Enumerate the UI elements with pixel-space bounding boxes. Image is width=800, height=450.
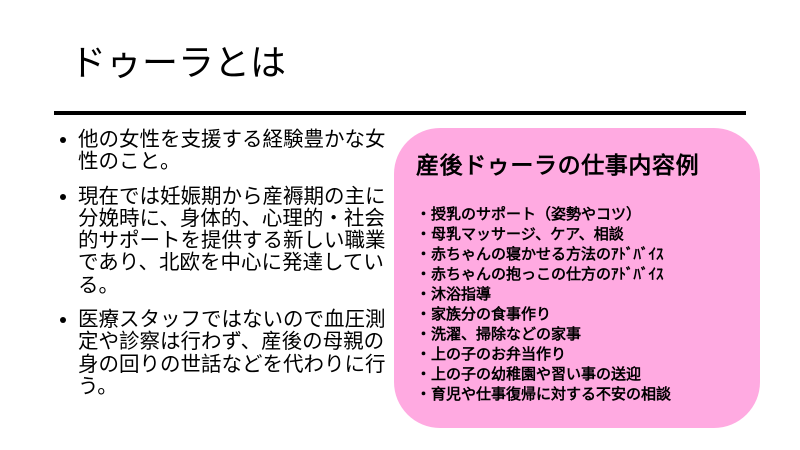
job-example-item: ・育児や仕事復帰に対する不安の相談 <box>416 385 672 403</box>
job-example-item: ・授乳のサポート（姿勢やコツ） <box>416 205 642 223</box>
job-example-item: ・上の子の幼稚園や習い事の送迎 <box>416 365 642 383</box>
bullet-item: 医療スタッフではないので血圧測定や診察は行わず、産後の母親の身の回りの世話などを… <box>58 308 388 397</box>
bullet-item: 現在では妊娠期から産褥期の主に分娩時に、身体的、心理的・社会的サポートを提供する… <box>58 183 388 297</box>
job-example-item: ・家族分の食事作り <box>416 305 552 323</box>
definition-bullet-list: 他の女性を支援する経験豊かな女性のこと。 現在では妊娠期から産褥期の主に分娩時に… <box>58 128 388 409</box>
job-example-item: ・沐浴指導 <box>416 285 492 303</box>
bullet-text: 他の女性を支援する経験豊かな女性のこと。 <box>78 127 386 174</box>
bullet-text: 現在では妊娠期から産褥期の主に分娩時に、身体的、心理的・社会的サポートを提供する… <box>78 183 386 297</box>
callout-title: 産後ドゥーラの仕事内容例 <box>416 153 700 179</box>
slide-title: ドゥーラとは <box>70 43 287 84</box>
job-example-item: ・上の子のお弁当作り <box>416 345 567 363</box>
bullet-item: 他の女性を支援する経験豊かな女性のこと。 <box>58 128 388 173</box>
job-examples-list: ・授乳のサポート（姿勢やコツ） ・母乳マッサージ、ケア、相談 ・赤ちゃんの寝かせ… <box>416 204 671 404</box>
title-underline-divider <box>54 111 746 115</box>
bullet-dot-icon <box>60 193 66 200</box>
job-example-item: ・赤ちゃんの抱っこの仕方のｱﾄﾞﾊﾞｲｽ <box>416 265 664 283</box>
bullet-dot-icon <box>60 137 66 143</box>
job-example-item: ・赤ちゃんの寝かせる方法のｱﾄﾞﾊﾞｲｽ <box>416 245 664 263</box>
bullet-dot-icon <box>60 317 66 324</box>
job-example-item: ・洗濯、掃除などの家事 <box>416 325 582 343</box>
job-example-item: ・母乳マッサージ、ケア、相談 <box>416 225 624 243</box>
job-examples-callout-box: 産後ドゥーラの仕事内容例 ・授乳のサポート（姿勢やコツ） ・母乳マッサージ、ケア… <box>394 128 760 428</box>
bullet-text: 医療スタッフではないので血圧測定や診察は行わず、産後の母親の身の回りの世話などを… <box>78 307 386 398</box>
